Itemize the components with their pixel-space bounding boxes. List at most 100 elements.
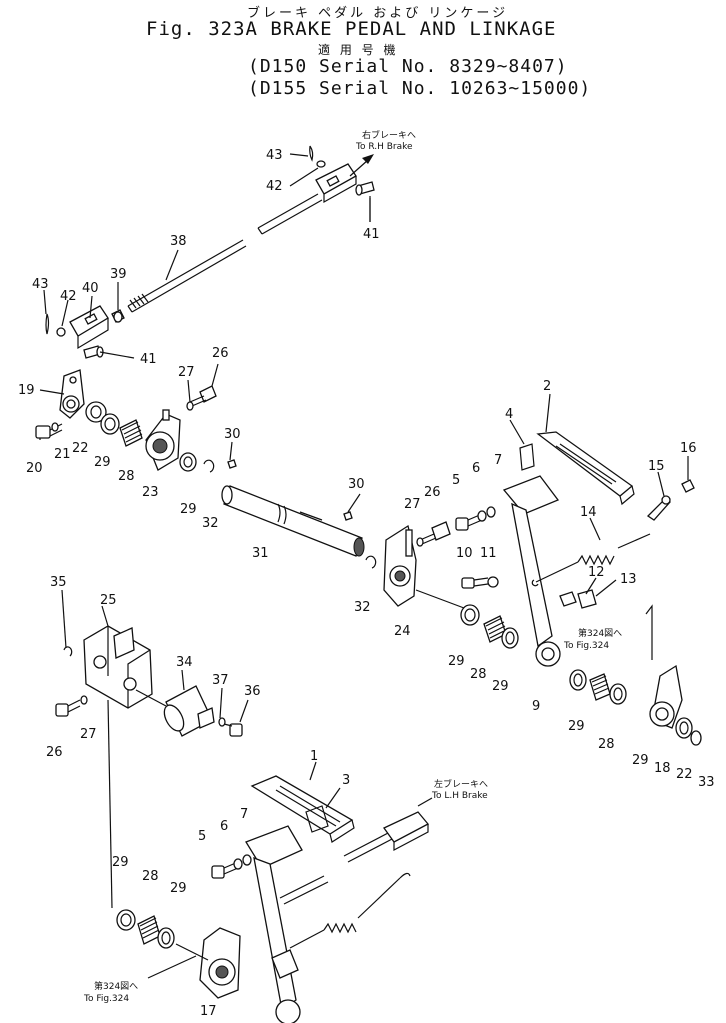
part-rod-upper bbox=[257, 193, 323, 235]
callout-29-c: 29 bbox=[448, 654, 465, 669]
callout-15: 15 bbox=[648, 459, 665, 474]
callout-13: 13 bbox=[620, 572, 637, 587]
assembly-line-left-vertical bbox=[107, 699, 113, 909]
note-rh-brake: To R.H Brake bbox=[355, 142, 413, 152]
figure-title: Fig. 323A BRAKE PEDAL AND LINKAGE bbox=[146, 18, 557, 40]
part-nut-39 bbox=[111, 309, 125, 323]
callout-27-upper: 27 bbox=[178, 365, 195, 380]
callout-42-lower: 42 bbox=[60, 289, 77, 304]
part-snap-ring-32-a bbox=[203, 459, 215, 473]
callout-28-c: 28 bbox=[598, 737, 615, 752]
note-rh-brake-jp: 右ブレーキへ bbox=[362, 129, 416, 141]
part-key-30-b bbox=[343, 511, 353, 521]
part-pin-41-upper bbox=[355, 181, 375, 222]
part-bolt-5-left bbox=[211, 861, 239, 879]
callout-32-b: 32 bbox=[354, 600, 371, 615]
part-lever-19 bbox=[59, 369, 85, 419]
callout-43-lower: 43 bbox=[32, 277, 49, 292]
fig324-arrow-left bbox=[147, 955, 197, 979]
callout-30-a: 30 bbox=[224, 427, 241, 442]
callout-29-a: 29 bbox=[94, 455, 111, 470]
part-cam-bottom bbox=[271, 949, 299, 979]
callout-30-b: 30 bbox=[348, 477, 365, 492]
part-washer-6-right bbox=[477, 510, 487, 522]
part-cotter-43-lower bbox=[45, 313, 50, 335]
part-pedal-arm-right bbox=[502, 443, 561, 667]
part-bolt-10 bbox=[461, 577, 489, 589]
assembly-line-25 bbox=[135, 689, 167, 707]
callout-23: 23 bbox=[142, 485, 159, 500]
callout-3: 3 bbox=[342, 773, 350, 788]
rh-brake-arrow bbox=[349, 154, 374, 177]
assembly-line-17 bbox=[175, 943, 209, 961]
part-washer-33 bbox=[690, 730, 702, 746]
callout-29-b: 29 bbox=[180, 502, 197, 517]
callout-5-right: 5 bbox=[452, 473, 460, 488]
leader-lines bbox=[39, 153, 689, 809]
callout-29-e: 29 bbox=[568, 719, 585, 734]
part-lever-24 bbox=[383, 524, 417, 607]
part-pedal-pad-1 bbox=[250, 775, 355, 843]
part-snap-ring-32-b bbox=[365, 555, 377, 569]
callout-29-f: 29 bbox=[632, 753, 649, 768]
part-seal-29-c bbox=[460, 604, 480, 626]
callout-32-a: 32 bbox=[202, 516, 219, 531]
callout-6-right: 6 bbox=[472, 461, 480, 476]
callout-41-upper: 41 bbox=[363, 227, 380, 242]
callout-28-b: 28 bbox=[470, 667, 487, 682]
callout-9: 9 bbox=[532, 699, 540, 714]
part-cotter-43-upper bbox=[309, 145, 314, 162]
callout-35: 35 bbox=[50, 575, 67, 590]
callout-34: 34 bbox=[176, 655, 193, 670]
part-clevis-lower bbox=[383, 811, 430, 851]
callout-29-h: 29 bbox=[170, 881, 187, 896]
callout-12: 12 bbox=[588, 565, 605, 580]
callout-43-upper: 43 bbox=[266, 148, 283, 163]
callout-25: 25 bbox=[100, 593, 117, 608]
callout-27-left: 27 bbox=[80, 727, 97, 742]
callout-11: 11 bbox=[480, 546, 497, 561]
callout-37: 37 bbox=[212, 673, 229, 688]
part-bracket-25 bbox=[83, 625, 153, 709]
part-washer-11 bbox=[487, 576, 499, 588]
part-clevis-40-upper bbox=[315, 163, 357, 204]
part-spring-lower bbox=[289, 872, 411, 949]
note-lh-brake: To L.H Brake bbox=[431, 791, 488, 801]
part-seal-29-d bbox=[501, 627, 519, 649]
part-washer-27-right bbox=[416, 537, 424, 547]
part-bushing-28-d bbox=[137, 915, 161, 945]
callout-26-right: 26 bbox=[424, 485, 441, 500]
note-lh-brake-jp: 左ブレーキへ bbox=[434, 778, 488, 790]
part-seal-29-a bbox=[100, 413, 120, 435]
callout-20: 20 bbox=[26, 461, 43, 476]
callout-7-left: 7 bbox=[240, 807, 248, 822]
part-pedal-arm-left bbox=[245, 805, 329, 1023]
serial-range-d150: (D150 Serial No. 8329~8407) bbox=[248, 56, 568, 77]
callout-21: 21 bbox=[54, 447, 71, 462]
callout-28-d: 28 bbox=[142, 869, 159, 884]
part-lever-18 bbox=[649, 664, 683, 729]
part-nut-7-right bbox=[486, 506, 496, 518]
part-seal-29-e bbox=[569, 669, 587, 691]
part-seal-29-g bbox=[116, 909, 136, 931]
applicable-models-label: 適 用 号 機 bbox=[318, 43, 399, 57]
part-bolt-5-right bbox=[455, 513, 483, 531]
callout-2: 2 bbox=[543, 379, 551, 394]
part-washer-37 bbox=[218, 717, 226, 727]
callout-24: 24 bbox=[394, 624, 411, 639]
callout-42-upper: 42 bbox=[266, 179, 283, 194]
callout-19: 19 bbox=[18, 383, 35, 398]
part-bolt-26-left bbox=[55, 699, 81, 717]
part-washer-6-left bbox=[233, 858, 243, 870]
part-bolt-26-right bbox=[419, 521, 451, 545]
note-fig324-right-jp: 第324図へ bbox=[578, 627, 622, 639]
part-clevis-40-lower bbox=[69, 305, 109, 350]
callout-22: 22 bbox=[72, 441, 89, 456]
part-lever-23 bbox=[145, 409, 181, 471]
callout-40: 40 bbox=[82, 281, 99, 296]
callout-36: 36 bbox=[244, 684, 261, 699]
part-rod-38 bbox=[127, 239, 247, 313]
part-key-30-a bbox=[227, 459, 237, 469]
callout-17: 17 bbox=[200, 1004, 217, 1019]
